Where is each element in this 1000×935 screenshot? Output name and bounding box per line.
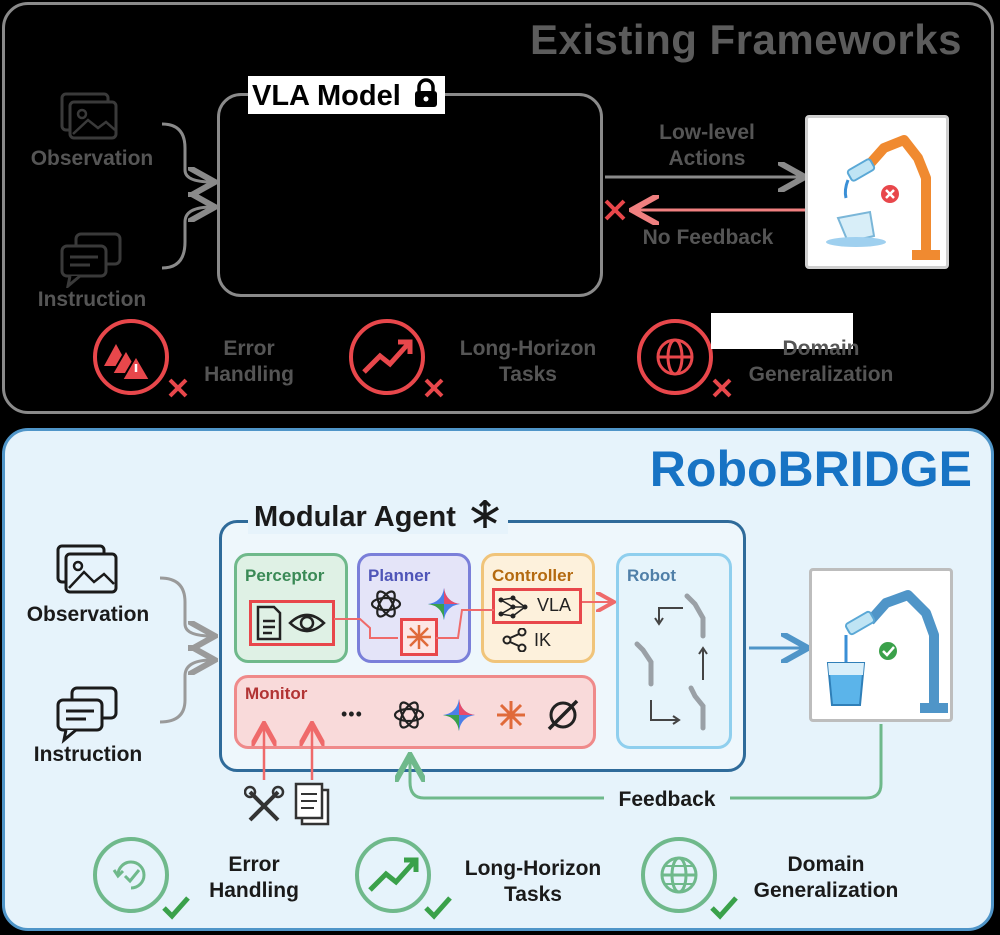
planner-active (400, 618, 438, 656)
robot-label: Robot (627, 566, 677, 585)
modular-agent-title-text: Modular Agent (254, 501, 456, 533)
grok-icon (547, 699, 579, 731)
robobridge-observation-label: Observation (26, 603, 150, 626)
perceptor-label: Perceptor (245, 566, 325, 585)
feedback-fail-icon (604, 199, 626, 221)
benefit-domain-line1: Domain (787, 853, 865, 876)
feedback-label: Feedback (604, 787, 730, 813)
tools-icon (244, 785, 285, 822)
existing-frameworks-title: Existing Frameworks (530, 16, 962, 63)
robobridge-instruction-label: Instruction (33, 743, 143, 766)
chat-bubbles-icon (56, 686, 118, 744)
long-horizon-fail-icon (349, 319, 444, 398)
fail-label-domain: Domain Generalization (736, 336, 906, 388)
actions-line2: Actions (668, 147, 746, 170)
ik-label: IK (534, 630, 552, 650)
openai-icon (393, 701, 425, 729)
fail-domain-line2: Generalization (748, 363, 894, 386)
robot-pour-icon (826, 590, 948, 713)
gemini-icon (443, 699, 475, 731)
failed-result-image (805, 115, 949, 269)
asterisk-burst-icon (407, 625, 431, 649)
llm-logos-icon (370, 588, 460, 620)
share-icon (502, 628, 527, 652)
existing-connectors (161, 122, 1000, 270)
robot-module: Robot (616, 553, 732, 749)
actions-line1: Low-level (659, 121, 755, 144)
robot-spill-icon (826, 135, 940, 260)
controller-label: Controller (492, 566, 574, 585)
modular-agent-title: Modular Agent (248, 498, 508, 534)
document-eye-icon (256, 605, 326, 641)
robot-sequence-icon (634, 593, 708, 731)
monitor-module: Monitor ••• (234, 675, 596, 749)
neural-net-icon (498, 595, 528, 619)
image-stack-icon (60, 92, 118, 140)
claude-icon (497, 701, 525, 729)
documents-icon (294, 782, 330, 826)
fail-error-line1: Error (223, 337, 275, 360)
monitor-ellipsis: ••• (341, 704, 363, 724)
benefit-long-line1: Long-Horizon (464, 857, 602, 880)
domain-generalization-fail-icon (637, 319, 732, 398)
benefit-label-long-horizon: Long-Horizon Tasks (452, 856, 614, 908)
chat-bubbles-icon (60, 232, 122, 288)
controller-module: Controller VLA IK (481, 553, 595, 663)
monitor-llm-logos (393, 699, 579, 731)
monitor-label: Monitor (245, 684, 308, 703)
error-handling-fail-icon (93, 319, 188, 398)
fail-domain-line1: Domain (782, 337, 860, 360)
no-feedback-label: No Feedback (642, 226, 774, 249)
vla-model-title: VLA Model (248, 76, 445, 114)
planner-module: Planner (357, 553, 471, 663)
white-patch (711, 313, 853, 349)
existing-instruction-label: Instruction (37, 288, 147, 311)
existing-observation-label: Observation (30, 147, 154, 170)
benefit-long-line2: Tasks (504, 883, 562, 906)
success-result-image (809, 568, 953, 722)
planner-label: Planner (368, 566, 431, 585)
long-horizon-success-icon (355, 837, 452, 920)
image-stack-icon (56, 544, 118, 594)
fail-label-error: Error Handling (184, 336, 314, 388)
vla-label: VLA (537, 595, 572, 615)
fail-long-line1: Long-Horizon (459, 337, 597, 360)
fail-long-line2: Tasks (499, 363, 557, 386)
error-handling-success-icon (93, 837, 190, 920)
benefit-error-line2: Handling (209, 879, 299, 902)
vla-model-title-text: VLA Model (252, 80, 401, 112)
fail-label-long-horizon: Long-Horizon Tasks (440, 336, 616, 388)
low-level-actions-label: Low-level Actions (630, 120, 784, 172)
benefit-label-error: Error Handling (186, 852, 322, 904)
benefit-error-line1: Error (228, 853, 280, 876)
perceptor-module: Perceptor (234, 553, 348, 663)
perceptor-inner (249, 600, 335, 646)
lock-icon (414, 78, 437, 107)
robobridge-title: RoboBRIDGE (649, 441, 972, 497)
fail-error-line2: Handling (204, 363, 294, 386)
benefit-domain-line2: Generalization (753, 879, 899, 902)
domain-generalization-success-icon (641, 837, 738, 920)
benefit-label-domain: Domain Generalization (740, 852, 912, 904)
vla-option: VLA (492, 588, 582, 624)
agent-hub-icon (471, 498, 499, 528)
